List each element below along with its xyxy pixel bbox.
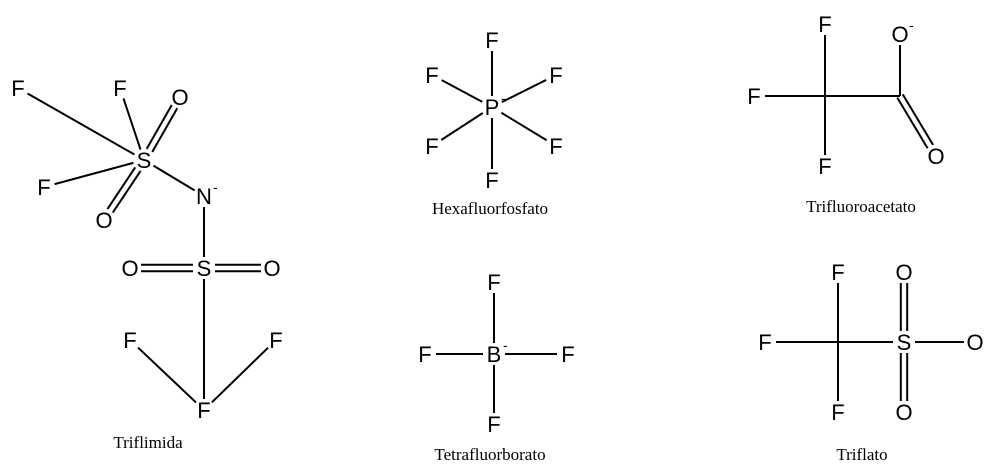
atom-s: S <box>137 148 152 173</box>
single-bond <box>501 79 547 103</box>
charge-label: - <box>213 179 218 195</box>
atom-b: B <box>487 342 502 367</box>
atom-o: O <box>121 256 138 281</box>
atom-s: S <box>197 256 212 281</box>
atom-f: F <box>831 400 844 425</box>
atom-s: S <box>897 330 912 355</box>
atom-o: O <box>895 400 912 425</box>
atom-f: F <box>485 168 498 193</box>
atom-o: O <box>171 85 188 110</box>
atom-f: F <box>561 342 574 367</box>
atom-f: F <box>425 63 438 88</box>
atom-f: F <box>549 134 562 159</box>
atom-f: F <box>269 328 282 353</box>
single-bond <box>440 112 484 141</box>
atom-o: O <box>927 144 944 169</box>
atom-f: F <box>485 28 498 53</box>
charge-label: - <box>909 17 914 33</box>
single-bond <box>54 161 134 186</box>
atom-o: O <box>966 330 983 355</box>
molecule-caption-hexafluorfosfato: Hexafluorfosfato <box>432 199 548 218</box>
single-bond <box>441 79 483 103</box>
charge-label: - <box>503 337 508 353</box>
atom-p: P <box>485 95 500 120</box>
double-bond-line <box>106 166 137 210</box>
molecule-caption-triflimida: Triflimida <box>113 433 183 452</box>
charge-label: - <box>501 90 506 106</box>
molecule-caption-triflato: Triflato <box>836 445 887 464</box>
single-bond <box>122 98 142 150</box>
single-bond <box>152 164 196 192</box>
atom-f: F <box>197 398 210 423</box>
atom-o: O <box>891 22 908 47</box>
double-bond-line <box>145 104 173 150</box>
atom-o: O <box>263 256 280 281</box>
atom-f: F <box>425 134 438 159</box>
atom-f: F <box>818 12 831 37</box>
atom-n: N <box>196 184 212 209</box>
atom-f: F <box>487 270 500 295</box>
atom-f: F <box>758 330 771 355</box>
atom-f: F <box>747 84 760 109</box>
molecule-caption-trifluoroacetato: Trifluoroacetato <box>806 197 916 216</box>
atom-f: F <box>418 342 431 367</box>
single-bond <box>27 92 135 156</box>
atom-f: F <box>37 175 50 200</box>
single-bond <box>137 346 197 404</box>
atom-f: F <box>831 260 844 285</box>
single-bond <box>500 111 548 142</box>
atom-f: F <box>11 76 24 101</box>
molecule-caption-tetrafluorborato: Tetrafluorborato <box>434 445 545 464</box>
double-bond-line <box>896 97 929 149</box>
atom-o: O <box>895 260 912 285</box>
atom-f: F <box>113 76 126 101</box>
atom-f: F <box>818 154 831 179</box>
single-bond <box>211 346 269 404</box>
atom-f: F <box>123 328 136 353</box>
atom-o: O <box>95 208 112 233</box>
double-bond-line <box>151 107 179 153</box>
atom-f: F <box>549 63 562 88</box>
double-bond-line <box>901 93 934 146</box>
double-bond-line <box>111 170 142 214</box>
atom-f: F <box>487 412 500 437</box>
